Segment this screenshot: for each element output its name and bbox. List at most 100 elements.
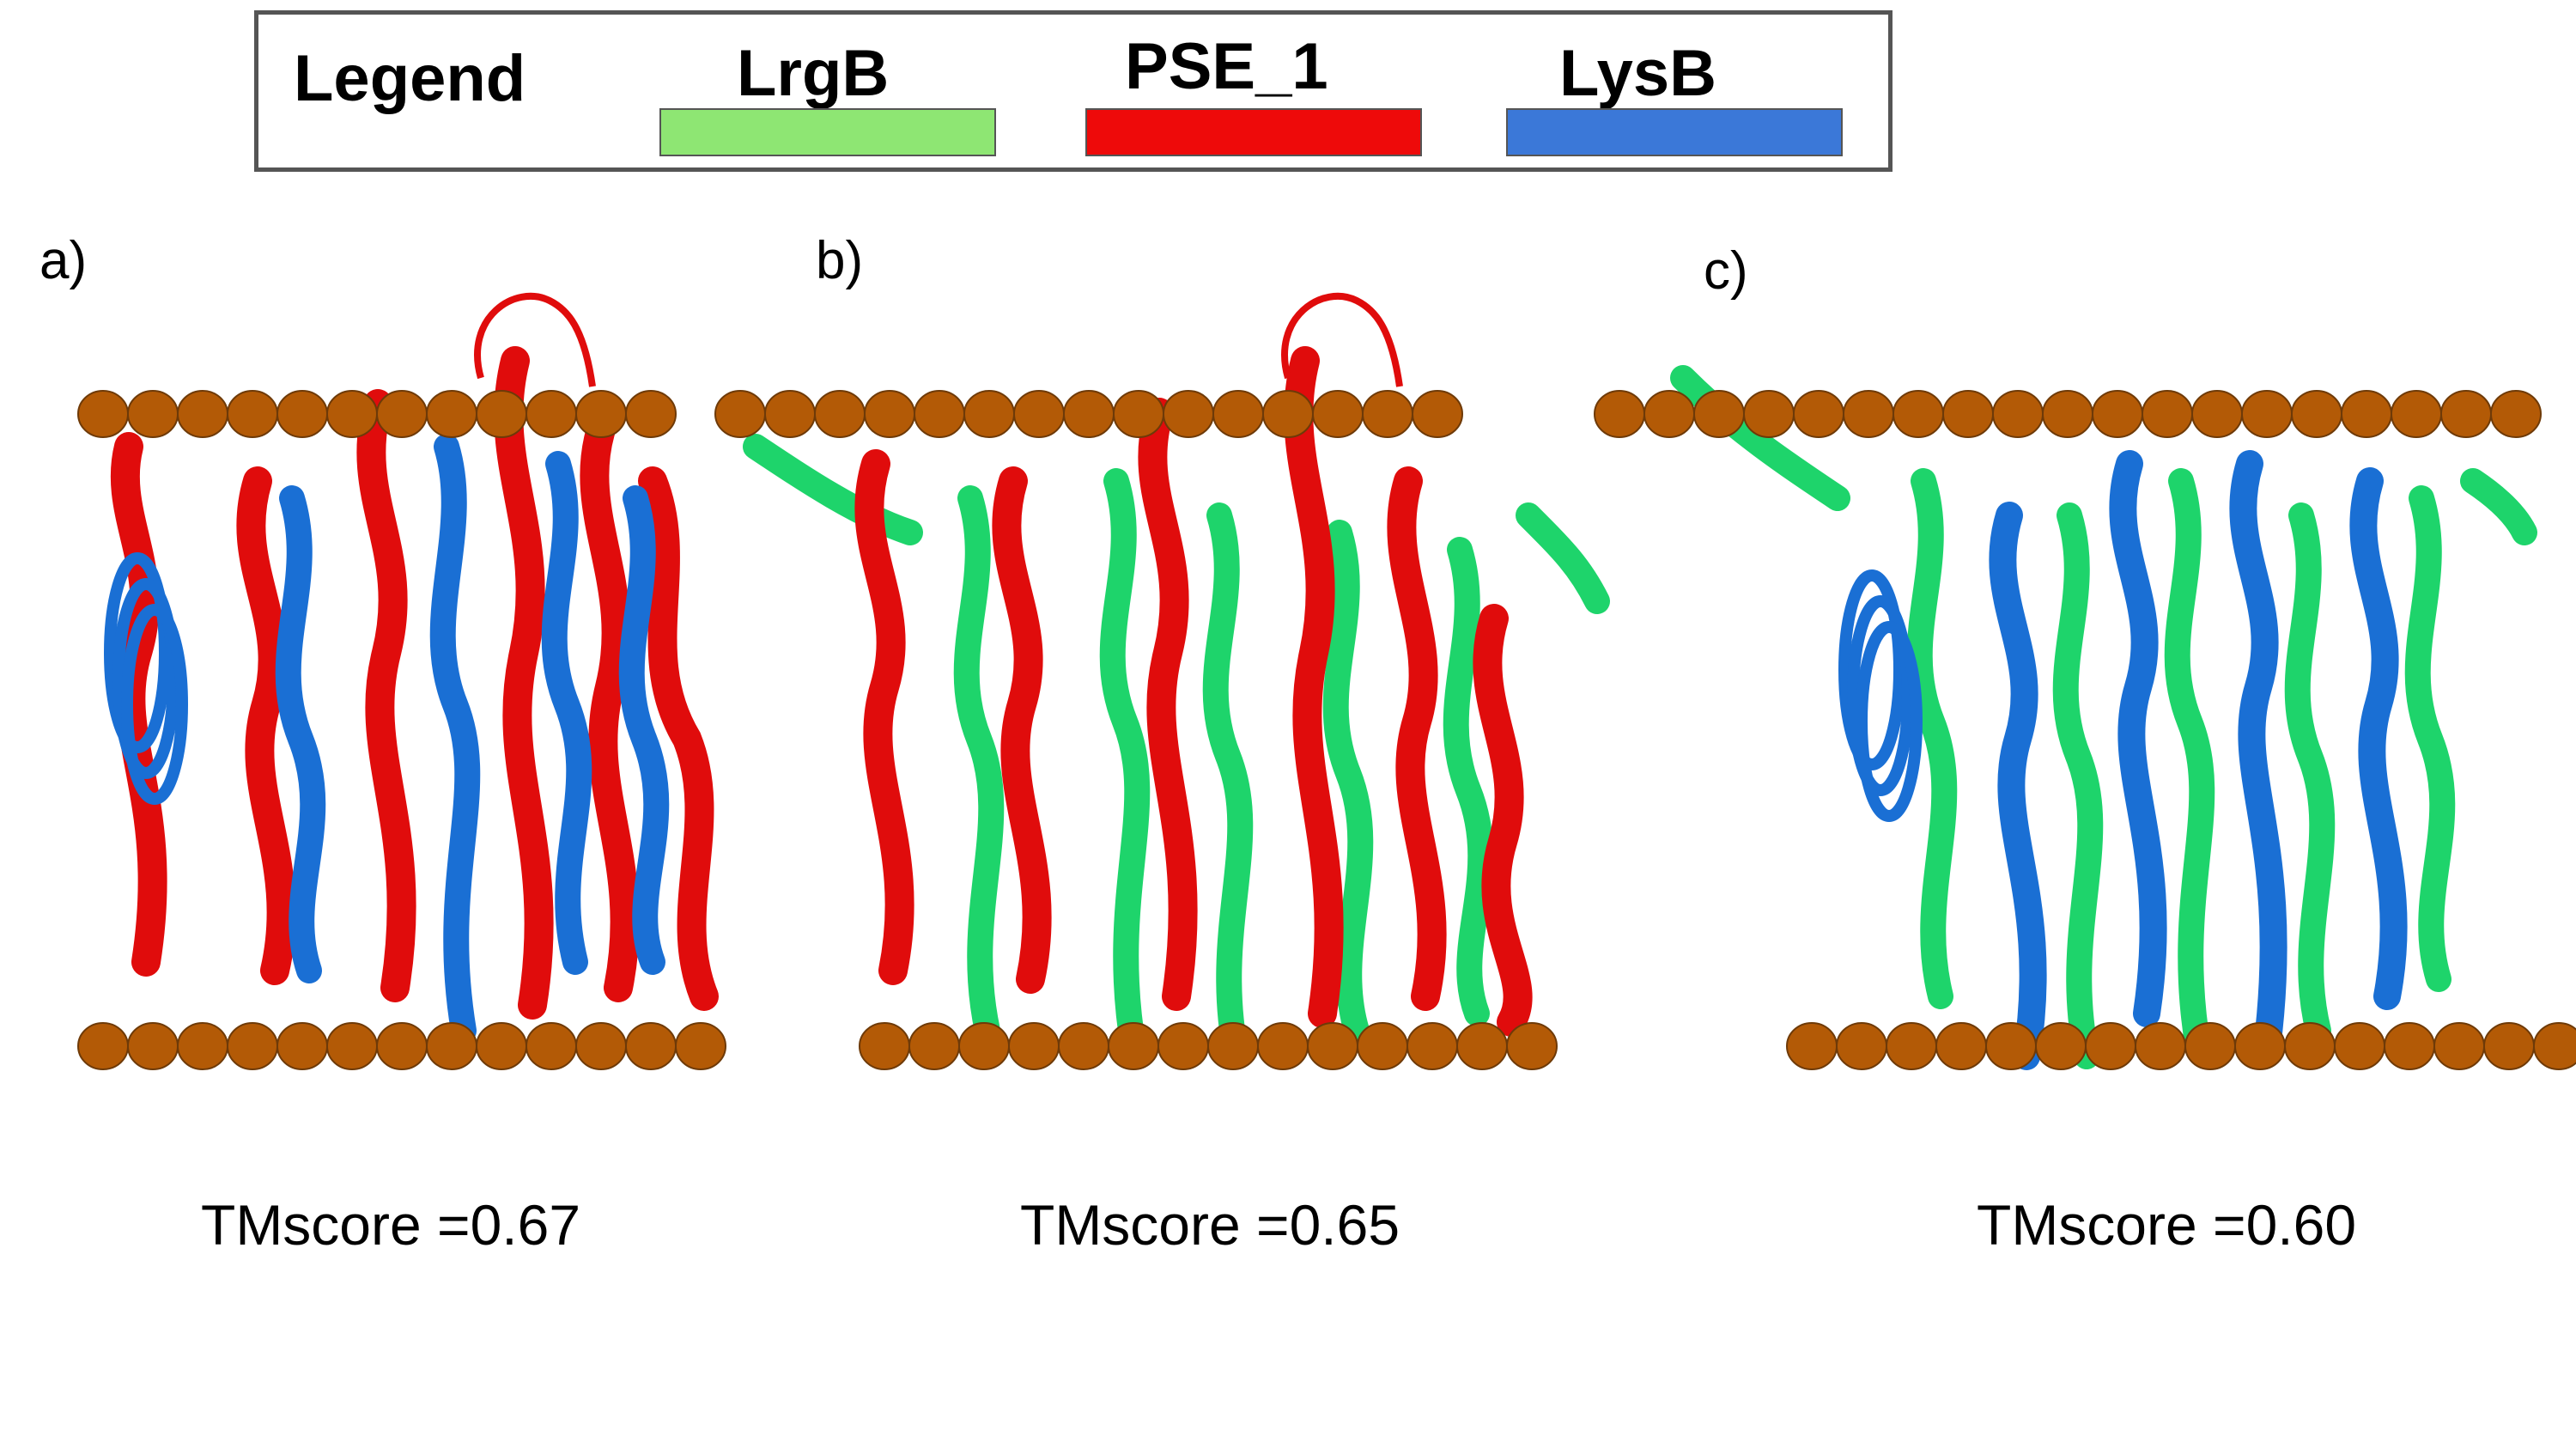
- membrane-bead: [958, 1022, 1010, 1070]
- membrane-bead: [2234, 1022, 2286, 1070]
- membrane-bead: [177, 1022, 228, 1070]
- membrane-bead: [914, 390, 965, 438]
- membrane-bead: [77, 1022, 129, 1070]
- panel-label-c: c): [1704, 241, 1748, 301]
- membrane-bead: [963, 390, 1015, 438]
- membrane-bead: [2384, 1022, 2435, 1070]
- membrane-bead: [326, 1022, 378, 1070]
- membrane-bead: [227, 1022, 278, 1070]
- membrane-bead: [526, 390, 577, 438]
- membrane-bead: [1643, 390, 1695, 438]
- membrane-bead: [77, 390, 129, 438]
- membrane-bead: [1506, 1022, 1558, 1070]
- membrane-bead: [2284, 1022, 2336, 1070]
- membrane-bead: [1063, 390, 1115, 438]
- membrane-bead: [127, 1022, 179, 1070]
- membrane-bead: [1013, 390, 1065, 438]
- membrane-bead: [1113, 390, 1164, 438]
- membrane-bead: [2191, 390, 2243, 438]
- membrane-bead: [2135, 1022, 2186, 1070]
- membrane-bead: [1157, 1022, 1209, 1070]
- membrane-bead: [2035, 1022, 2087, 1070]
- membrane-bead: [864, 390, 915, 438]
- membrane-bead: [908, 1022, 960, 1070]
- membrane-bead: [476, 1022, 527, 1070]
- membrane-bead: [1406, 1022, 1458, 1070]
- membrane-bead: [1207, 1022, 1259, 1070]
- structure-panel-c: [1670, 365, 2537, 1070]
- membrane-bead: [526, 1022, 577, 1070]
- membrane-bead: [1108, 1022, 1159, 1070]
- membrane-bead: [2391, 390, 2442, 438]
- membrane-bead: [2483, 1022, 2535, 1070]
- membrane-bead: [625, 390, 677, 438]
- legend-title: Legend: [294, 42, 526, 115]
- membrane-bead: [2092, 390, 2143, 438]
- membrane-bead: [859, 1022, 910, 1070]
- membrane-bead: [1307, 1022, 1358, 1070]
- legend-label-pse1: PSE_1: [1125, 30, 1328, 103]
- membrane-bead: [1163, 390, 1214, 438]
- membrane-bead: [1357, 1022, 1408, 1070]
- membrane-bead: [1743, 390, 1795, 438]
- membrane-bead: [1836, 1022, 1887, 1070]
- membrane-bead: [1893, 390, 1944, 438]
- membrane-bead: [476, 390, 527, 438]
- membrane-beads: [77, 390, 2576, 1070]
- membrane-bead: [376, 390, 428, 438]
- membrane-bead: [276, 1022, 328, 1070]
- membrane-bead: [177, 390, 228, 438]
- structure-panel-a: [104, 293, 719, 1044]
- membrane-bead: [2241, 390, 2293, 438]
- membrane-bead: [1262, 390, 1314, 438]
- membrane-bead: [227, 390, 278, 438]
- membrane-bead: [2184, 1022, 2236, 1070]
- membrane-bead: [2085, 1022, 2136, 1070]
- membrane-bead: [2291, 390, 2342, 438]
- membrane-bead: [2142, 390, 2193, 438]
- panel-label-b: b): [816, 231, 864, 290]
- legend-swatch-lysb: [1506, 108, 1843, 156]
- membrane-bead: [575, 1022, 627, 1070]
- membrane-bead: [1942, 390, 1994, 438]
- membrane-bead: [1212, 390, 1264, 438]
- membrane-bead: [2334, 1022, 2385, 1070]
- membrane-bead: [1412, 390, 1463, 438]
- membrane-bead: [1985, 1022, 2037, 1070]
- membrane-bead: [426, 1022, 477, 1070]
- membrane-bead: [1793, 390, 1844, 438]
- membrane-bead: [1058, 1022, 1109, 1070]
- membrane-bead: [1362, 390, 1413, 438]
- membrane-bead: [1843, 390, 1894, 438]
- membrane-bead: [1992, 390, 2044, 438]
- legend-swatch-pse1: [1085, 108, 1422, 156]
- membrane-bead: [1456, 1022, 1508, 1070]
- legend-label-lrgb: LrgB: [737, 37, 890, 110]
- membrane-bead: [1257, 1022, 1309, 1070]
- membrane-bead: [1935, 1022, 1987, 1070]
- membrane-bead: [2433, 1022, 2485, 1070]
- membrane-bead: [127, 390, 179, 438]
- membrane-bead: [675, 1022, 726, 1070]
- membrane-bead: [2533, 1022, 2576, 1070]
- membrane-bead: [326, 390, 378, 438]
- tmscore-c: TMscore =0.60: [1977, 1193, 2357, 1257]
- membrane-bead: [1594, 390, 1645, 438]
- legend-box: [254, 10, 1893, 172]
- panel-label-a: a): [39, 231, 88, 290]
- tmscore-a: TMscore =0.67: [201, 1193, 581, 1257]
- membrane-bead: [575, 390, 627, 438]
- membrane-bead: [426, 390, 477, 438]
- membrane-bead: [1312, 390, 1364, 438]
- membrane-bead: [276, 390, 328, 438]
- membrane-bead: [2440, 390, 2492, 438]
- membrane-bead: [1008, 1022, 1060, 1070]
- membrane-bead: [1693, 390, 1745, 438]
- membrane-bead: [1786, 1022, 1838, 1070]
- membrane-bead: [1886, 1022, 1937, 1070]
- tmscore-b: TMscore =0.65: [1020, 1193, 1400, 1257]
- membrane-bead: [814, 390, 866, 438]
- membrane-bead: [2042, 390, 2093, 438]
- membrane-bead: [2341, 390, 2392, 438]
